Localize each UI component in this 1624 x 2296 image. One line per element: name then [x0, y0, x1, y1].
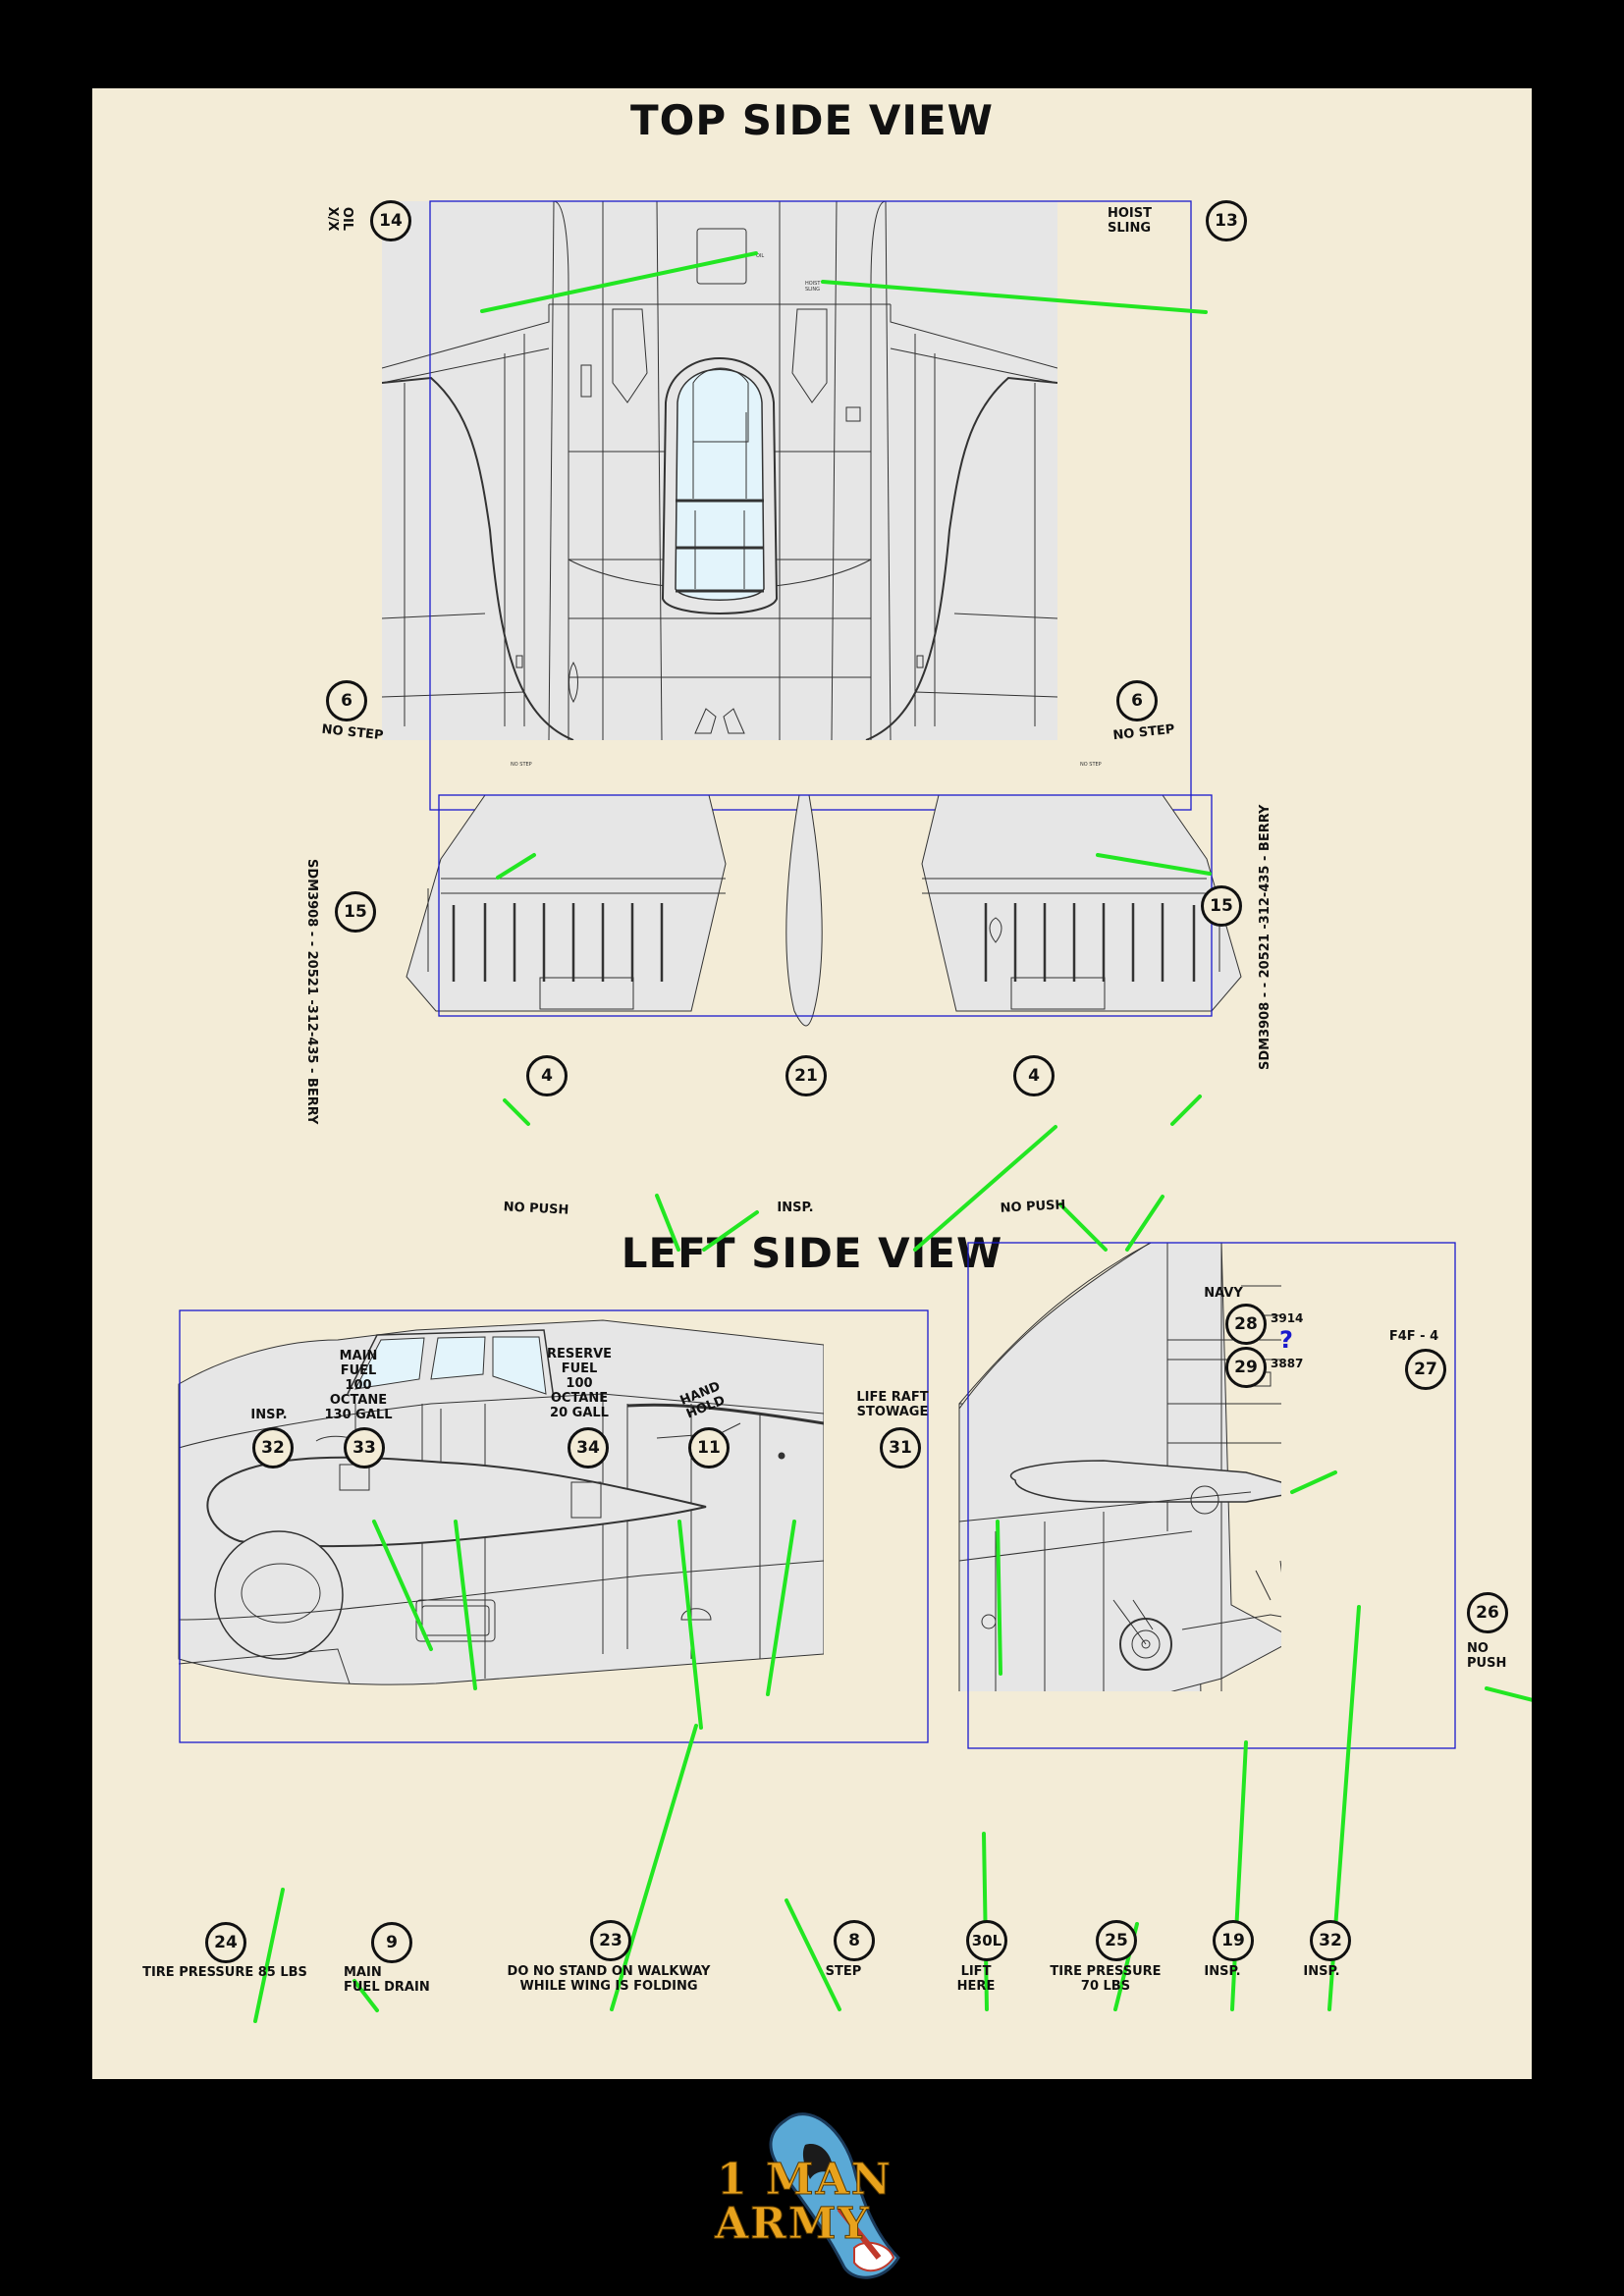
- callout-27: 27: [1405, 1349, 1446, 1390]
- label-insp-21: INSP.: [777, 1201, 814, 1215]
- label-f4f-4: F4F - 4: [1388, 1329, 1439, 1344]
- callout-23: 23: [590, 1920, 631, 1961]
- callout-6-left: 6: [326, 680, 367, 721]
- label-3887: 3887: [1271, 1357, 1304, 1370]
- callout-15-left: 15: [335, 891, 376, 933]
- label-lift-here: LIFT HERE: [956, 1964, 996, 1994]
- left-side-fuselage-drawing: [178, 1319, 824, 1685]
- callout-14: 14: [370, 200, 411, 241]
- callout-4-left: 4: [526, 1055, 568, 1096]
- left-side-tail-drawing: [958, 1243, 1281, 1691]
- svg-text:NO STEP: NO STEP: [1080, 762, 1102, 768]
- top-view-drawing: [382, 201, 1057, 740]
- label-hoist-sling: HOIST SLING: [1108, 206, 1152, 236]
- svg-text:SLING: SLING: [805, 287, 820, 293]
- callout-15-right: 15: [1201, 885, 1242, 927]
- callout-26: 26: [1467, 1592, 1508, 1633]
- label-walkway-warning: DO NO STAND ON WALKWAY WHILE WING IS FOL…: [507, 1964, 711, 1994]
- label-step: STEP: [825, 1964, 862, 1979]
- label-insp-19: INSP.: [1204, 1964, 1241, 1979]
- serial-left: SDM3908 - - 20521 -312-435 - BERRY: [304, 859, 319, 1125]
- left-side-view-title: LEFT SIDE VIEW: [621, 1229, 1003, 1277]
- label-navy: NAVY: [1204, 1286, 1243, 1301]
- label-no-push-26: NO PUSH: [1467, 1641, 1507, 1671]
- label-main-fuel-drain: MAIN FUEL DRAIN: [344, 1965, 430, 1995]
- label-insp-32: INSP.: [250, 1408, 288, 1422]
- label-reserve-fuel: RESERVE FUEL 100 OCTANE 20 GALL: [546, 1347, 613, 1420]
- one-man-army-logo: 1 MAN ARMY: [707, 2101, 923, 2287]
- wing-plan-drawing: [406, 794, 1242, 1027]
- label-insp-32-right: INSP.: [1303, 1964, 1340, 1979]
- callout-6-right: 6: [1116, 680, 1158, 721]
- svg-text:NO STEP: NO STEP: [511, 762, 532, 768]
- callout-29: 29: [1225, 1347, 1267, 1388]
- callout-32-left: 32: [252, 1427, 294, 1468]
- label-tire-pressure-85: TIRE PRESSURE 85 LBS: [142, 1965, 307, 1980]
- callout-13: 13: [1206, 200, 1247, 241]
- label-3914: 3914: [1271, 1311, 1304, 1325]
- callout-33: 33: [344, 1427, 385, 1468]
- callout-9: 9: [371, 1922, 412, 1963]
- svg-text:OIL: OIL: [756, 253, 764, 259]
- callout-30l: 30L: [966, 1920, 1007, 1961]
- top-side-view-title: TOP SIDE VIEW: [630, 96, 994, 144]
- callout-32-right: 32: [1310, 1920, 1351, 1961]
- callout-8: 8: [834, 1920, 875, 1961]
- callout-25: 25: [1096, 1920, 1137, 1961]
- logo-badge: [769, 2112, 900, 2279]
- callout-21: 21: [785, 1055, 827, 1096]
- logo-text-line1: 1 MAN: [717, 2155, 893, 2206]
- callout-34: 34: [568, 1427, 609, 1468]
- callout-24: 24: [205, 1922, 246, 1963]
- callout-28: 28: [1225, 1304, 1267, 1345]
- logo-text-line2: ARMY: [715, 2199, 871, 2250]
- serial-right: SDM3908 - - 20521 -312-435 - BERRY: [1258, 804, 1272, 1070]
- callout-4-right: 4: [1013, 1055, 1055, 1096]
- decal-sheet: TOP SIDE VIEW LEFT SIDE VIEW: [92, 88, 1532, 2079]
- callout-19: 19: [1213, 1920, 1254, 1961]
- label-oil: OIL X/X: [325, 206, 354, 232]
- label-life-raft-stowage: LIFE RAFT STOWAGE: [856, 1390, 929, 1419]
- label-main-fuel: MAIN FUEL 100 OCTANE 130 GALL: [324, 1349, 393, 1422]
- callout-11: 11: [688, 1427, 730, 1468]
- callout-31: 31: [880, 1427, 921, 1468]
- label-tire-pressure-70: TIRE PRESSURE 70 LBS: [1050, 1964, 1162, 1994]
- svg-text:HOIST: HOIST: [805, 281, 821, 287]
- label-question-mark: ?: [1279, 1326, 1293, 1354]
